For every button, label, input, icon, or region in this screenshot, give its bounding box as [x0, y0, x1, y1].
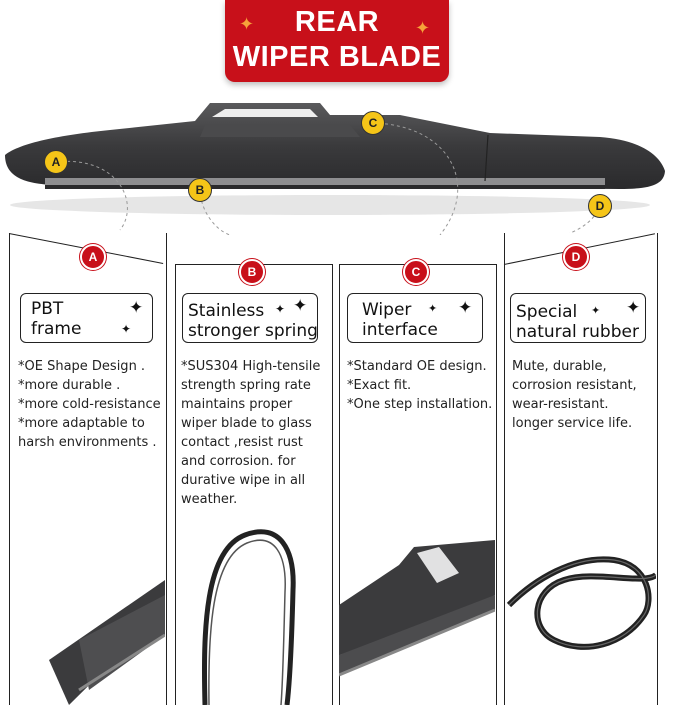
- sparkle-icon: ✦: [239, 14, 255, 34]
- sparkle-icon: ✦: [458, 298, 473, 317]
- wiper-blade-image: [5, 103, 665, 235]
- interface-image: [339, 540, 495, 677]
- feature-title-line-1: PBT: [31, 299, 64, 319]
- sparkle-icon: ✦: [293, 296, 308, 315]
- marker-a-red: A: [80, 244, 106, 270]
- marker-c-red: C: [403, 259, 429, 285]
- feature-title-line-2: natural rubber: [516, 322, 639, 342]
- feature-description: *OE Shape Design . *more durable . *more…: [18, 359, 161, 450]
- feature-title-box: Stainless stronger spring ✦ ✦: [182, 293, 318, 343]
- rubber-strip-image: [506, 556, 656, 650]
- feature-title-line-2: frame: [31, 319, 82, 339]
- blade-end-image: [49, 580, 165, 705]
- feature-description: *Standard OE design. *Exact fit. *One st…: [347, 359, 493, 412]
- feature-title-box: Special natural rubber ✦ ✦: [510, 293, 646, 343]
- marker-b-red: B: [239, 259, 265, 285]
- sparkle-icon: ✦: [129, 298, 144, 317]
- marker-a: A: [44, 150, 68, 174]
- feature-title-line-2: interface: [362, 320, 438, 340]
- title-line-2: WIPER BLADE: [232, 41, 442, 73]
- title-badge: REAR WIPER BLADE ✦ ✦: [225, 0, 449, 82]
- sparkle-icon: ✦: [121, 322, 132, 336]
- feature-title-box: PBT frame ✦ ✦: [20, 293, 153, 343]
- sparkle-icon: ✦: [626, 298, 641, 317]
- sparkle-icon: ✦: [275, 302, 286, 316]
- marker-d-red: D: [563, 244, 589, 270]
- feature-title-box: Wiper interface ✦ ✦: [347, 293, 483, 343]
- marker-d: D: [588, 194, 612, 218]
- sparkle-icon: ✦: [591, 305, 601, 317]
- feature-description: *SUS304 High-tensile strength spring rat…: [181, 359, 321, 507]
- marker-b: B: [188, 178, 212, 202]
- feature-title-line-2: stronger spring: [188, 321, 318, 341]
- feature-title-line-1: Stainless: [188, 301, 265, 321]
- spring-image: [201, 529, 296, 705]
- feature-title-line-1: Wiper: [362, 300, 412, 320]
- feature-description: Mute, durable, corrosion resistant, wear…: [512, 359, 637, 431]
- title-line-1: REAR: [294, 6, 380, 38]
- sparkle-icon: ✦: [415, 18, 431, 38]
- sparkle-icon: ✦: [428, 303, 438, 315]
- marker-c: C: [361, 111, 385, 135]
- feature-title-line-1: Special: [516, 302, 578, 322]
